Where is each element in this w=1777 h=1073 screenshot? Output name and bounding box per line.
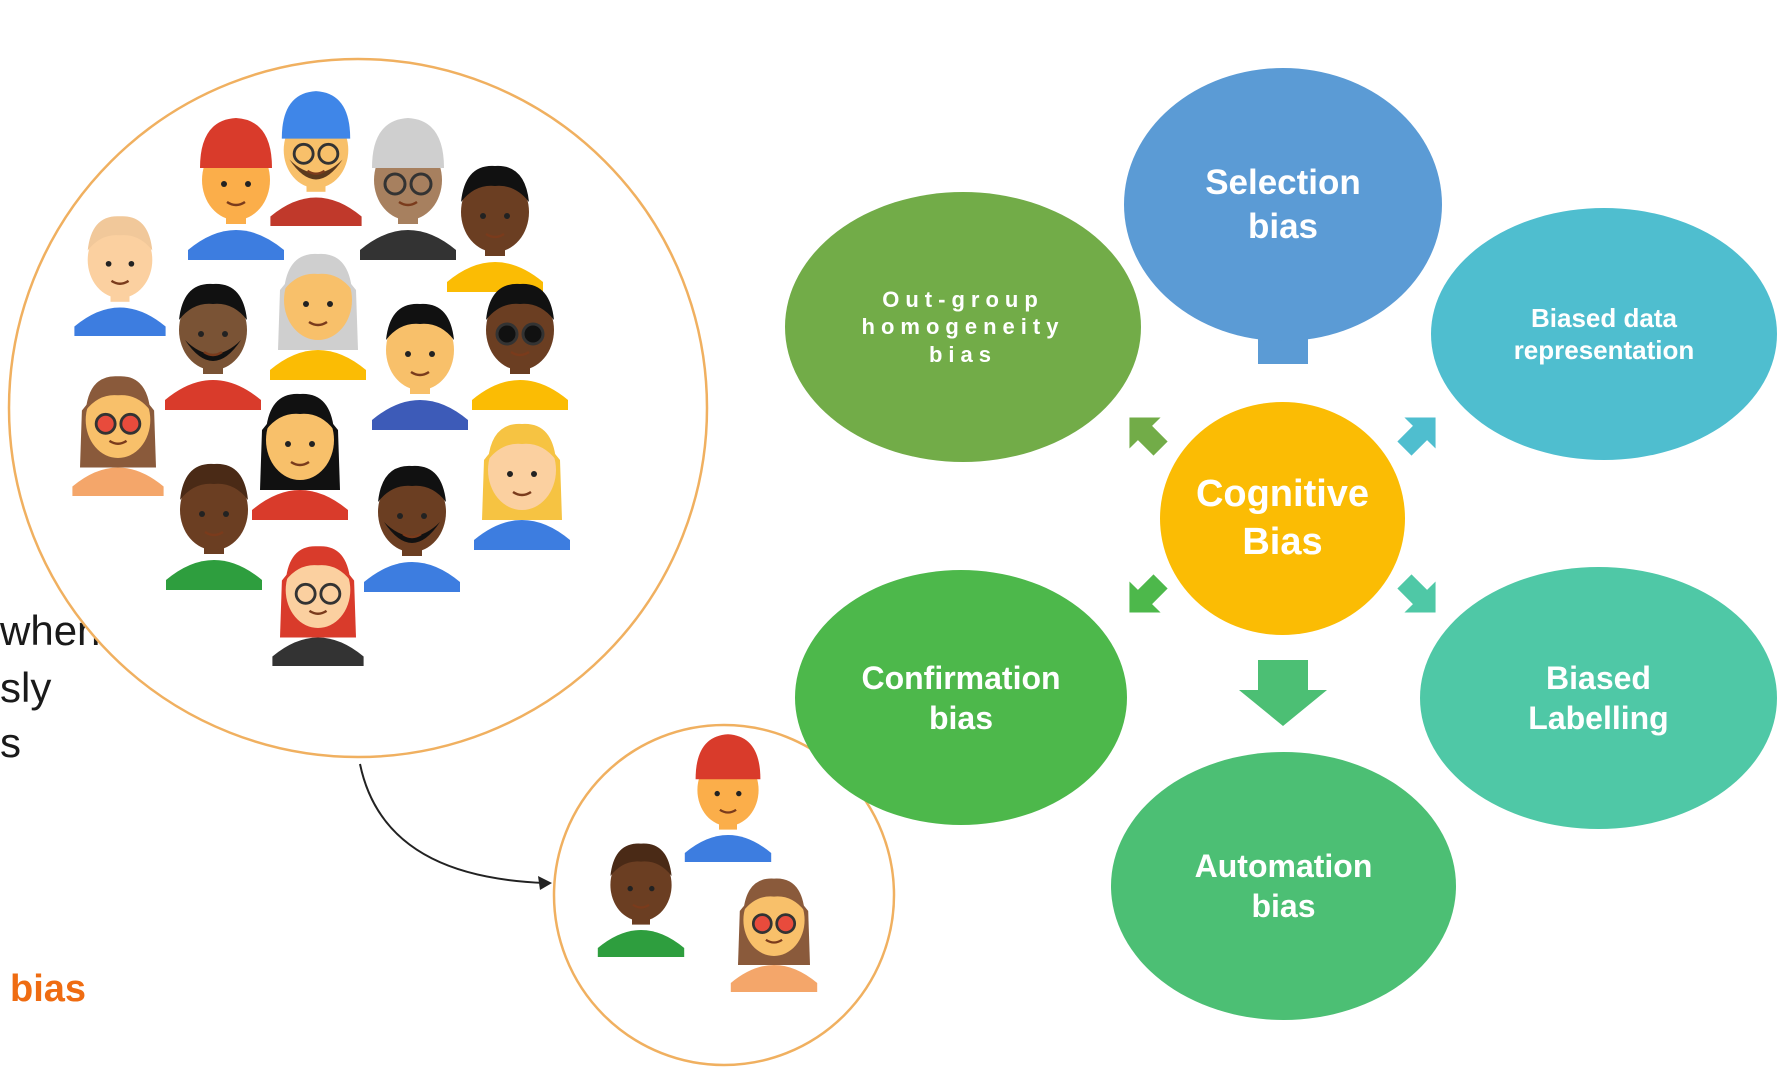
biased-data-representation-node: Biased data representation [1431,208,1777,460]
person-avatar-icon [72,376,164,496]
arrow-up-right [1397,417,1436,456]
selection-arrow [359,763,546,884]
selection-bias-node: Selection bias [1124,68,1442,341]
arrow-up-left [1129,417,1168,456]
person-avatar-icon [684,734,772,862]
arrow-down-right [1397,574,1436,613]
automation-bias-node: Automation bias [1111,752,1456,1020]
person-avatar-icon [166,463,262,590]
person-avatar-icon [272,546,364,666]
selection-arrow-head [538,876,552,890]
person-avatar-icon [270,253,366,380]
person-avatar-icon [270,91,362,226]
side-highlight-text: bias [10,968,87,1010]
person-avatar-icon [360,118,456,260]
person-avatar-icon [252,393,348,520]
side-text-line-3: s [0,719,21,766]
out-group-homogeneity-bias-node: Out-group homogeneity bias [785,192,1141,462]
person-avatar-icon [372,303,468,430]
confirmation-bias-node: Confirmation bias [795,570,1127,825]
person-avatar-icon [730,878,818,992]
biased-labelling-node: Biased Labelling [1420,567,1777,829]
person-avatar-icon [597,843,685,957]
arrow-down-left [1129,574,1168,613]
person-avatar-icon [188,118,284,260]
person-avatar-icon [472,283,568,410]
people-group-icon [72,91,570,666]
cognitive-bias-center: Cognitive Bias [1160,402,1405,635]
person-avatar-icon [165,283,261,410]
arrow-down [1239,660,1327,726]
side-text-line-2: sly [0,664,52,711]
person-avatar-icon [74,216,166,336]
person-avatar-icon [474,423,570,550]
small-people-group-icon [597,734,818,992]
person-avatar-icon [364,465,460,592]
